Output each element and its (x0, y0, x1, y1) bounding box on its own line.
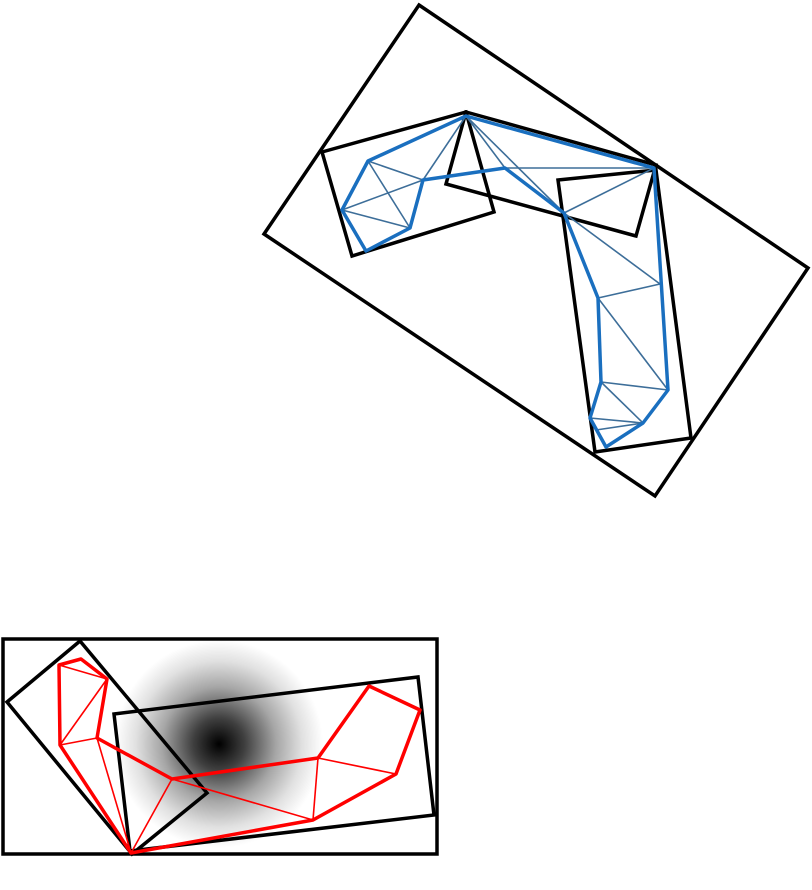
top-mesh-outline (340, 114, 670, 449)
top-mesh-triangulation (341, 115, 669, 431)
bottom-diagram (1, 637, 439, 857)
top-right-part-box (556, 168, 693, 454)
bottom-outer-bounding-box (1, 637, 439, 856)
top-diagram (261, 2, 811, 499)
bottom-right-part-box (112, 675, 436, 853)
bottom-left-part-box (4, 638, 210, 857)
gaussian-blob (115, 640, 323, 848)
top-left-part-box (319, 109, 497, 259)
top-outer-bounding-box (261, 2, 811, 499)
top-middle-part-box (443, 109, 659, 239)
bottom-mesh-outline (57, 657, 422, 855)
